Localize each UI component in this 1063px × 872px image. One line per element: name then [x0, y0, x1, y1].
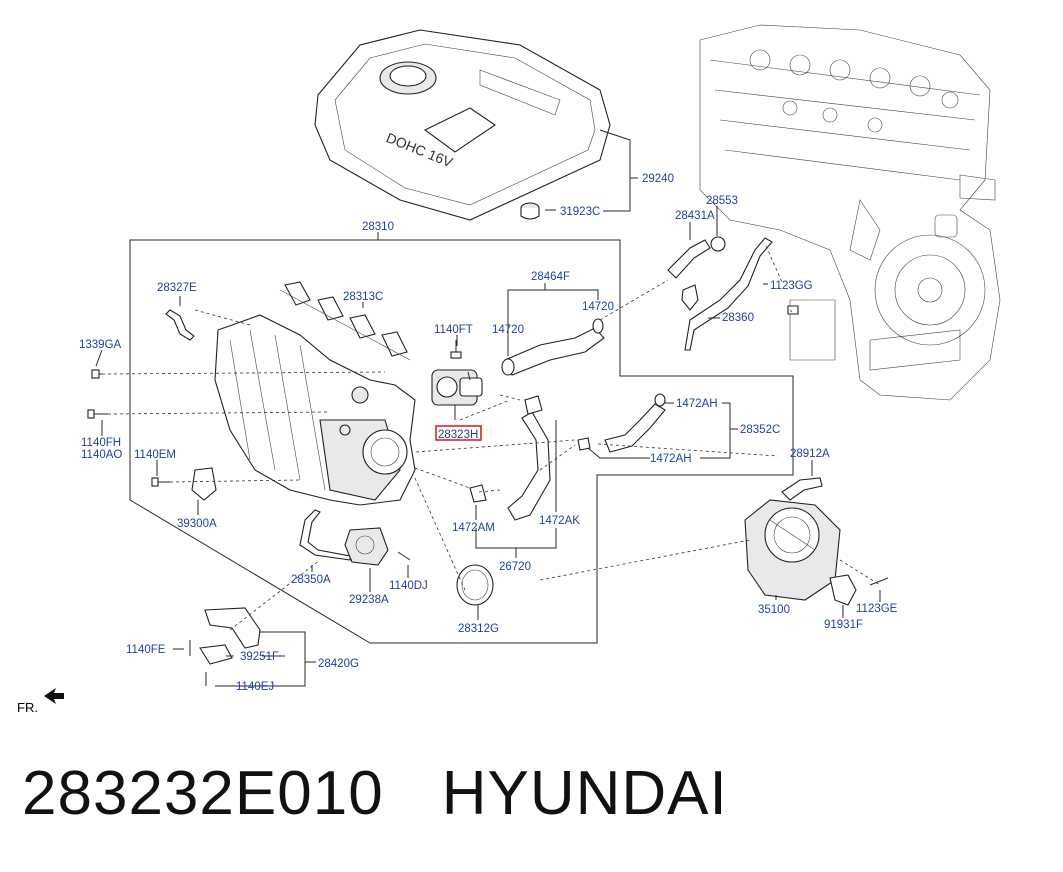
part-labels: 29240 31923C 28310 28553 28431A 28464F 1…	[79, 173, 898, 693]
label-1123GG: 1123GG	[770, 280, 813, 292]
pipe-28431A	[667, 239, 711, 279]
label-29240: 29240	[642, 173, 674, 185]
label-28553: 28553	[706, 195, 738, 207]
label-1140AO: 1140AO	[81, 449, 122, 461]
label-28912A: 28912A	[790, 448, 830, 460]
label-1472AM: 1472AM	[452, 522, 495, 534]
gasket-28553	[710, 236, 726, 252]
label-1472AK: 1472AK	[539, 515, 580, 527]
bracket-39300A	[191, 467, 217, 501]
throttle-body-35100	[744, 499, 841, 601]
hose-28352C	[604, 403, 666, 453]
bolt-1140FT	[450, 340, 462, 359]
hose-28912A	[781, 477, 823, 501]
bolt-1140DJ	[397, 551, 411, 561]
leader-lines	[95, 129, 881, 687]
label-26720: 26720	[499, 561, 531, 573]
intake-manifold	[214, 314, 416, 506]
label-1472AH-b: 1472AH	[650, 453, 692, 465]
label-28360: 28360	[722, 312, 754, 324]
label-28310: 28310	[362, 221, 394, 233]
label-1339GA: 1339GA	[79, 339, 122, 351]
front-direction-marker: FR.	[17, 688, 64, 715]
purge-valve-28323H	[431, 369, 483, 420]
label-1140EJ: 1140EJ	[236, 681, 274, 693]
label-1140DJ: 1140DJ	[389, 580, 428, 592]
label-28350A: 28350A	[291, 574, 331, 586]
part-number: 283232E010	[22, 759, 384, 828]
bracket-28420G	[199, 607, 261, 665]
oring-28312G	[456, 564, 494, 606]
label-1140FH: 1140FH	[81, 437, 121, 449]
label-39300A: 39300A	[177, 518, 217, 530]
front-arrow-icon	[44, 688, 64, 704]
pipe-28360	[684, 237, 773, 351]
label-1140EM: 1140EM	[134, 449, 176, 461]
label-28431A: 28431A	[675, 210, 715, 222]
hose-28464F	[504, 327, 605, 376]
label-28420G: 28420G	[318, 658, 359, 670]
label-1140FE: 1140FE	[126, 644, 166, 656]
hose-28327E	[165, 309, 195, 341]
label-31923C: 31923C	[560, 206, 600, 218]
engine-block-illustration	[699, 24, 1001, 401]
dashed-connectors	[101, 245, 881, 631]
cap-31923C	[520, 202, 540, 220]
label-28464F: 28464F	[531, 271, 570, 283]
label-29238A: 29238A	[349, 594, 389, 606]
actuator-29238A	[344, 527, 389, 566]
highlight-box-28323H	[435, 425, 482, 441]
label-28323H: 28323H	[438, 429, 478, 441]
engine-cover-29240: DOHC 16V	[314, 29, 611, 221]
assembly-outline	[129, 239, 794, 644]
bolt-1123GE	[869, 577, 889, 586]
gasket-28313C	[279, 281, 411, 361]
label-1140FT: 1140FT	[434, 324, 473, 336]
label-1472AH-a: 1472AH	[676, 398, 718, 410]
label-28352C: 28352C	[740, 424, 780, 436]
label-1123GE: 1123GE	[856, 603, 898, 615]
hose-26720	[507, 411, 551, 521]
label-28327E: 28327E	[157, 282, 197, 294]
label-28313C: 28313C	[343, 291, 383, 303]
label-28312G: 28312G	[458, 623, 499, 635]
label-14720-a: 14720	[492, 324, 524, 336]
label-14720-b: 14720	[582, 301, 614, 313]
label-39251F: 39251F	[240, 651, 279, 663]
part-number-title: 283232E010 HYUNDAI	[22, 758, 728, 829]
brand-name: HYUNDAI	[441, 759, 728, 828]
bracket-91931F	[829, 574, 857, 606]
tube-28350A	[299, 509, 351, 561]
label-35100: 35100	[758, 604, 790, 616]
label-91931F: 91931F	[824, 619, 863, 631]
front-label: FR.	[17, 700, 38, 715]
